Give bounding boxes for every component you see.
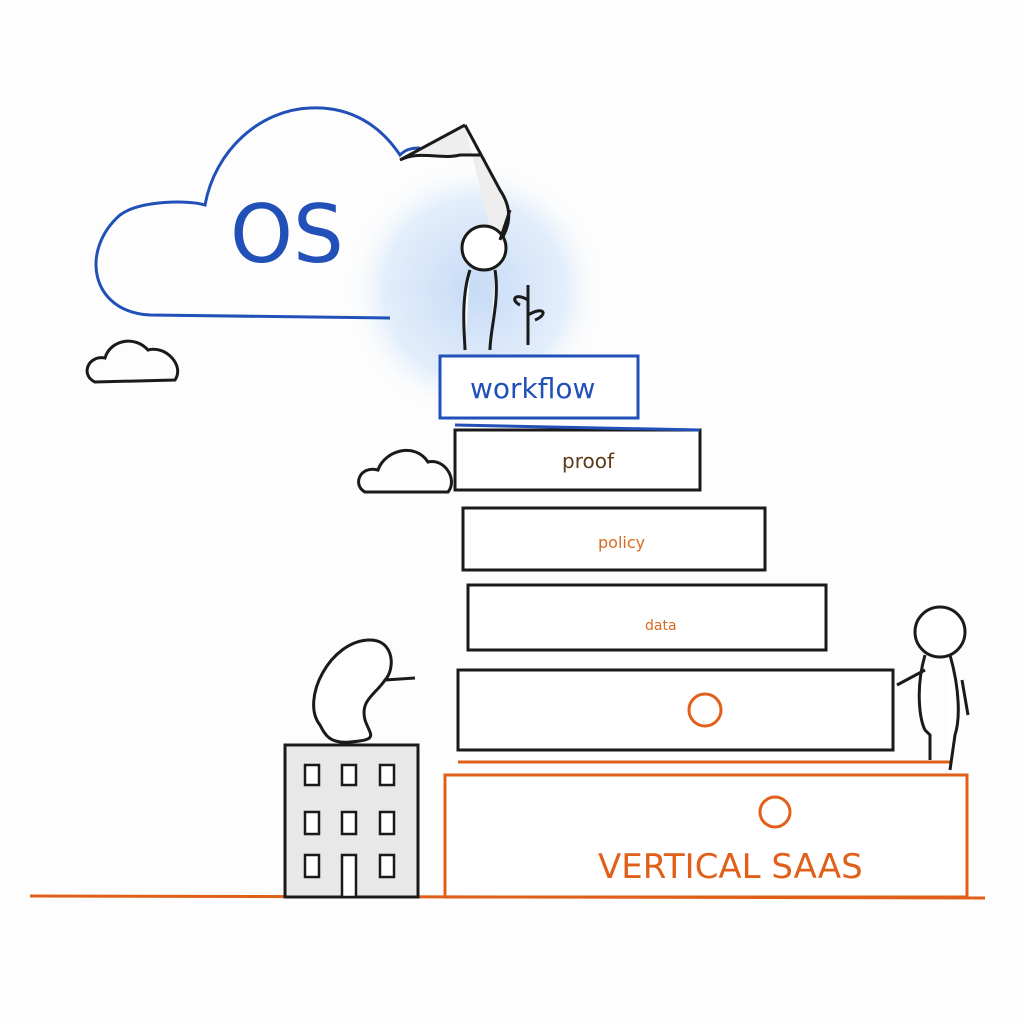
- figure-right: [896, 605, 970, 771]
- figure-crouching: [312, 638, 416, 744]
- small-cloud: [85, 339, 180, 384]
- ground-line: [29, 894, 986, 900]
- figure-top: [460, 209, 512, 351]
- plant-icon: [513, 285, 545, 345]
- step-3: [461, 506, 767, 572]
- step-label-data: data: [645, 618, 677, 634]
- step-label-workflow: workflow: [470, 372, 595, 405]
- step-1: [438, 354, 640, 420]
- step-4: [466, 583, 828, 652]
- step-6: [443, 773, 969, 899]
- step-5: [456, 668, 895, 752]
- gear-doodle-icon: [687, 692, 723, 728]
- step-2: [453, 428, 702, 492]
- step-label-proof: proof: [562, 449, 615, 473]
- step-label-vertical-saas: VERTICAL SAAS: [598, 847, 863, 887]
- emblem-doodle-icon: [758, 795, 792, 829]
- step-label-policy: policy: [598, 533, 645, 552]
- small-cloud: [357, 449, 453, 494]
- cloud-label: OS: [230, 188, 344, 281]
- os-cloud: [94, 106, 421, 320]
